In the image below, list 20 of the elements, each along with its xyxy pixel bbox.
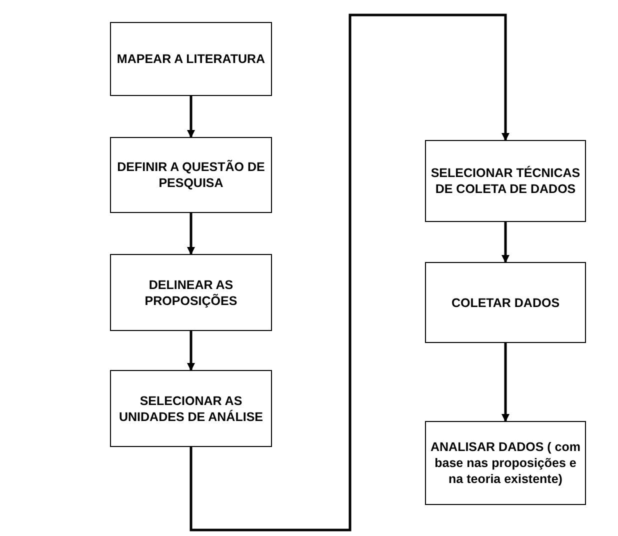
arrow xyxy=(502,222,510,263)
box-text: DELINEAR AS PROPOSIÇÕES xyxy=(144,276,238,308)
process-box xyxy=(110,22,272,96)
process-box xyxy=(110,137,272,213)
process-box xyxy=(110,370,272,447)
box-text: ANALISAR DADOS ( com base nas proposições e na teoria existente) xyxy=(430,439,581,487)
process-box xyxy=(110,254,272,331)
box-text: MAPEAR A LITERATURA xyxy=(116,51,266,67)
process-box xyxy=(425,140,586,222)
arrow xyxy=(190,14,510,532)
arrow xyxy=(187,213,195,255)
box-text: DEFINIR A QUESTÃO DE PESQUISA xyxy=(116,159,266,191)
arrow xyxy=(502,343,510,422)
box-text: SELECIONAR TÉCNICAS DE COLETA DE DADOS xyxy=(430,165,581,197)
process-box xyxy=(425,421,586,505)
arrow xyxy=(187,331,195,371)
process-box xyxy=(425,262,586,343)
box-text: SELECIONAR AS UNIDADES DE ANÁLISE xyxy=(118,392,264,424)
box-text: COLETAR DADOS xyxy=(451,294,560,310)
arrow xyxy=(187,96,195,138)
